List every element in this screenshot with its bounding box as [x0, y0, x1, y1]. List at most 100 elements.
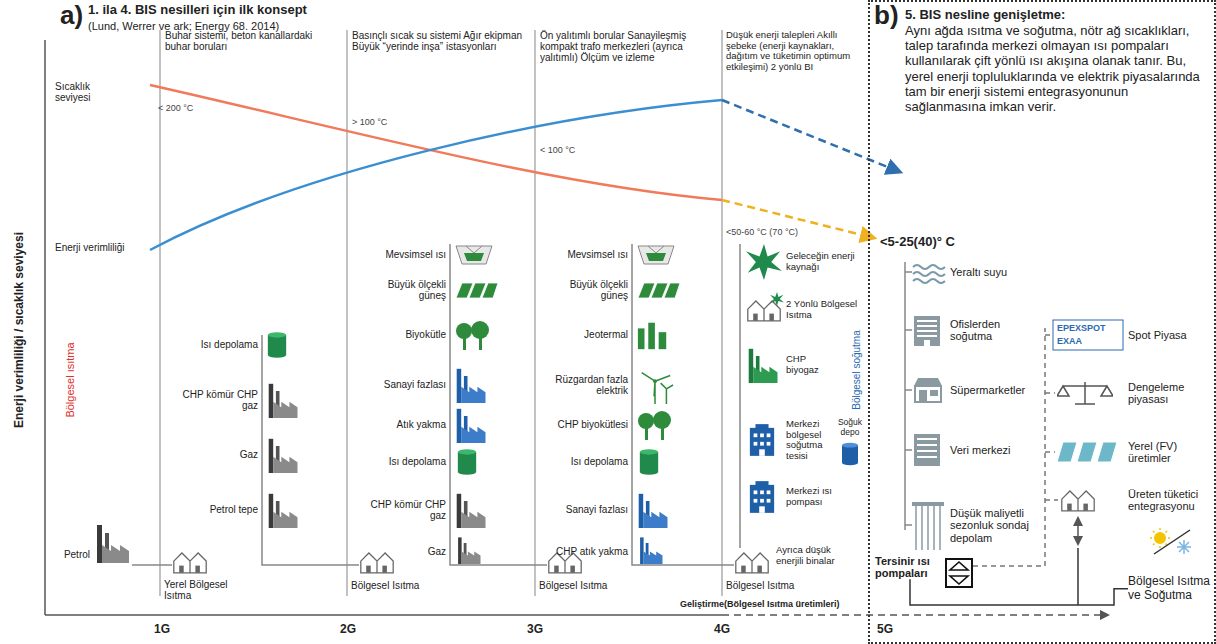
- x-axis: [45, 614, 722, 616]
- text-label: Petrol: [45, 549, 90, 560]
- icon: [640, 449, 658, 475]
- icon: [913, 265, 945, 283]
- two-way-arrow: [1077, 518, 1079, 544]
- text-label: Yerel (FV) üretimler: [1128, 440, 1208, 465]
- icon: [458, 449, 476, 475]
- efficiency-curve: [150, 100, 722, 250]
- text-label: Düşük enerji talepleri Akıllı şebeke (en…: [726, 30, 864, 73]
- text-label: Süpermarketler: [950, 384, 1040, 396]
- text-label: CHP kömür CHP gaz: [173, 389, 258, 411]
- text-label: Veri merkezi: [950, 444, 1030, 456]
- text-label: Geleceğin enerji kaynağı: [786, 251, 858, 272]
- text-label: Üreten tüketici entegrasyonu: [1128, 488, 1208, 513]
- text-label: Büyük ölçekli güneş: [364, 279, 446, 301]
- generation-panel: 5. BIS nesline genişletme:Aynı ağda ısıt…: [868, 0, 1216, 644]
- text-label: Atık yakma: [364, 419, 446, 430]
- icon: [736, 553, 768, 573]
- text-label: 5G: [870, 623, 900, 636]
- icon: [174, 553, 206, 573]
- icon: [842, 443, 858, 465]
- icon: [458, 537, 480, 564]
- icon: [457, 409, 486, 443]
- text-label: Sanayi fazlası: [364, 379, 446, 390]
- text-label: 2G: [333, 623, 363, 636]
- icon: [269, 439, 298, 473]
- icon: [456, 246, 492, 264]
- icon: [642, 373, 673, 404]
- network-line: [1077, 548, 1079, 605]
- icon: [748, 301, 780, 321]
- text-label: Yerel Bölgesel Isıtma: [164, 579, 249, 601]
- icon: [912, 502, 944, 550]
- icon: [268, 332, 286, 358]
- text-label: 2 Yönlü Bölgesel Isıtma: [786, 299, 858, 320]
- temperature-curve: [150, 85, 722, 200]
- text-label: Bölgesel soğutma: [851, 320, 862, 420]
- icon: [749, 349, 778, 383]
- icon: [750, 424, 774, 456]
- text-label: Basınçlı sıcak su sistemi Ağır ekipman B…: [352, 30, 530, 52]
- logo-box: [1053, 320, 1123, 350]
- text-label: CHP biyogaz: [786, 354, 834, 375]
- text-label: Mevsimsel ısı: [364, 249, 446, 260]
- text-label: Ön yalıtımlı borular Sanayileşmiş kompak…: [540, 30, 718, 64]
- text-label: Enerji verimliliği / sıcaklık seviyesi: [13, 200, 26, 460]
- text-label: Yeraltı suyu: [950, 266, 1030, 278]
- text-label: CHP biyokütlesi: [543, 419, 628, 430]
- text-label: Gaz: [173, 449, 258, 460]
- icon: [269, 494, 298, 528]
- text-label: 1G: [147, 623, 177, 636]
- text-label: 3G: [520, 623, 550, 636]
- icon: [914, 434, 940, 466]
- text-label: Petrol tepe: [173, 504, 258, 515]
- node-heading: Tersinir ısı pompaları: [875, 555, 945, 579]
- text-label: b): [874, 1, 904, 30]
- text-label: Büyük ölçekli güneş: [543, 279, 628, 301]
- icon: [1062, 491, 1094, 511]
- text-label: Bölgesel Isıtma: [351, 580, 436, 591]
- text-label: Gaz: [364, 546, 446, 557]
- text-label: Geliştirme(Bölgesel Isıtma üretimleri): [680, 599, 880, 609]
- temperature-extension: [722, 200, 874, 238]
- node-heading: Bölgesel Isıtma ve Soğutma: [1128, 575, 1212, 603]
- text-label: Isı depolama: [543, 456, 628, 467]
- icon: [640, 537, 662, 564]
- node-body: Aynı ağda ısıtma ve soğutma, nötr ağ sıc…: [905, 23, 1206, 115]
- text-label: Buhar sistemi, beton kanallardaki buhar …: [165, 30, 340, 52]
- icon: [457, 369, 486, 403]
- text-label: Dengeleme piyasası: [1128, 381, 1208, 406]
- icon: [914, 316, 940, 346]
- node-heading: 5. BIS nesline genişletme:: [905, 7, 1206, 23]
- title: 1. ila 4. BIS nesilleri için ilk konsept: [88, 3, 408, 18]
- connector: [910, 579, 1128, 605]
- text-label: <5-25(40)° C: [880, 235, 1010, 250]
- tree-line: [132, 244, 740, 565]
- y-axis: [44, 40, 46, 615]
- icon: [456, 283, 498, 298]
- icon: [97, 525, 129, 563]
- network-node: Bölgesel Isıtma ve Soğutma: [1128, 575, 1212, 603]
- text-label: Düşük maliyetli sezonluk sondaj depolam: [950, 507, 1030, 544]
- icon: [1150, 528, 1191, 554]
- tree-line: [905, 262, 912, 530]
- icon: [638, 411, 671, 440]
- text-label: a): [60, 1, 90, 30]
- icon: [456, 321, 489, 350]
- icon: [269, 384, 298, 418]
- text-label: Rüzgardan fazla elektrik: [543, 374, 628, 396]
- text-label: Merkezi bölgesel soğutma tesisi: [786, 419, 834, 462]
- text-label: Mevsimsel ısı: [543, 249, 628, 260]
- text-label: Spot Piyasa: [1128, 329, 1208, 341]
- text-label: EXAA: [1057, 336, 1121, 346]
- icon: [750, 481, 774, 513]
- icon: [770, 292, 784, 306]
- generation-divider: [160, 30, 722, 596]
- icon: [914, 378, 942, 402]
- text-label: Ofislerden soğutma: [950, 318, 1030, 343]
- text-label: Merkezi ısı pompası: [786, 486, 846, 507]
- text-label: Enerji verimliliği: [55, 242, 140, 253]
- icon: [361, 553, 393, 573]
- text-label: Bölgesel Isıtma: [726, 580, 811, 591]
- icon: [638, 323, 666, 349]
- text-label: 4G: [707, 623, 737, 636]
